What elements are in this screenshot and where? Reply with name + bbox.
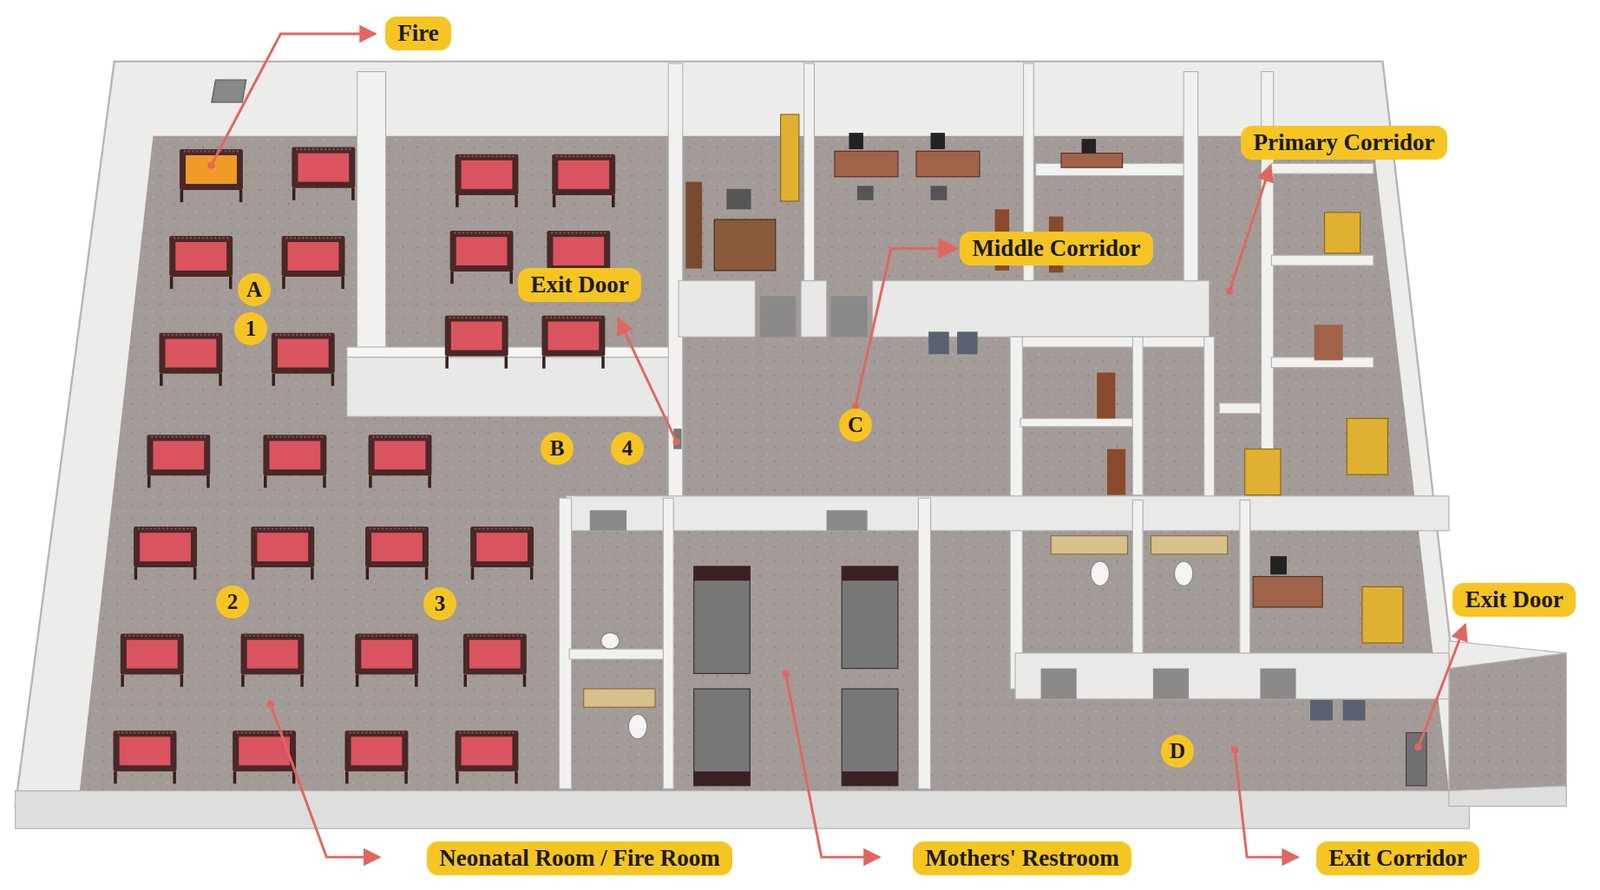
callout-letter: 2	[227, 589, 239, 616]
callout-letter: 1	[245, 315, 257, 342]
callout-label: Exit Door	[1452, 583, 1576, 617]
callout-text: Mothers' Restroom	[924, 844, 1120, 873]
callout-marker: B	[540, 432, 574, 466]
callout-text: Neonatal Room / Fire Room	[439, 844, 720, 873]
callout-marker: 2	[216, 585, 250, 619]
callout-letter: 4	[622, 435, 634, 462]
callout-marker: A	[237, 273, 271, 307]
leader-connector	[855, 249, 958, 407]
callout-label: Exit Corridor	[1316, 841, 1480, 876]
callout-label: Neonatal Room / Fire Room	[426, 841, 733, 876]
callout-text: Primary Corridor	[1252, 128, 1435, 157]
callout-letter: C	[847, 412, 864, 439]
callout-label: Mothers' Restroom	[912, 841, 1132, 876]
callout-letter: D	[1169, 738, 1186, 765]
callout-text: Exit Corridor	[1328, 844, 1468, 873]
callout-marker: 4	[610, 432, 644, 466]
callout-marker: 1	[234, 312, 268, 346]
callout-text: Middle Corridor	[971, 234, 1141, 263]
callout-label: Middle Corridor	[959, 231, 1154, 266]
callout-letter: B	[550, 435, 565, 462]
callout-letter: A	[246, 276, 263, 303]
callout-marker: D	[1160, 734, 1194, 768]
callout-text: Exit Door	[1464, 585, 1563, 614]
callout-text: Exit Door	[530, 270, 629, 299]
callout-marker: 3	[423, 587, 457, 621]
callout-label: Fire	[385, 16, 452, 51]
callout-text: Fire	[397, 19, 439, 47]
callout-marker: C	[839, 408, 873, 442]
callout-label: Primary Corridor	[1240, 125, 1448, 160]
callout-label: Exit Door	[518, 268, 642, 302]
callout-letter: 3	[434, 590, 446, 617]
